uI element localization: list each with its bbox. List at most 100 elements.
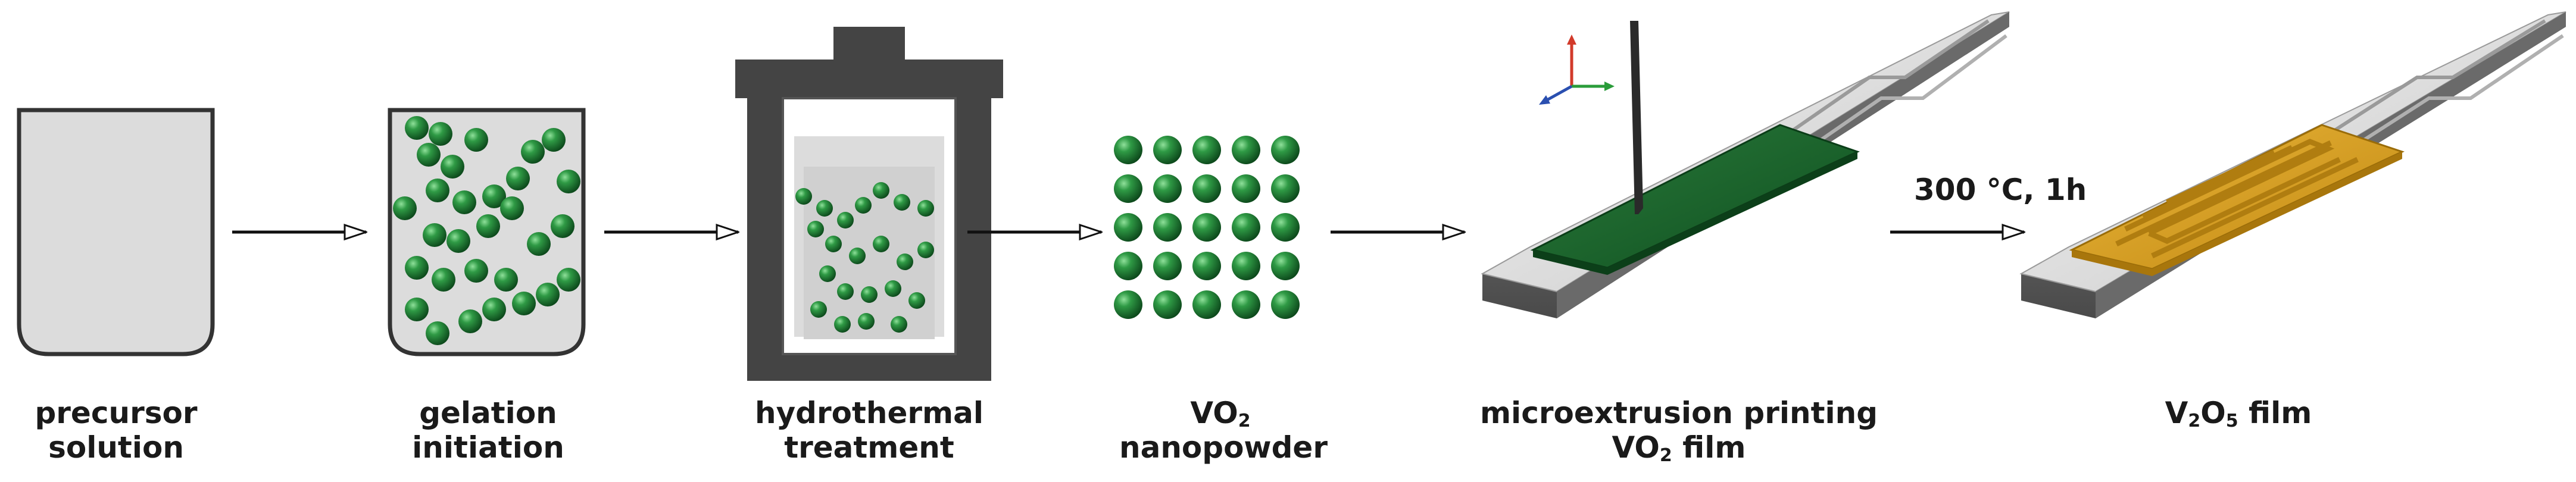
particle bbox=[908, 292, 925, 309]
particle bbox=[426, 321, 449, 345]
particle bbox=[1114, 213, 1142, 242]
particle bbox=[1192, 252, 1221, 280]
particle bbox=[825, 236, 842, 252]
label-line: hydrothermal bbox=[754, 396, 984, 430]
particle bbox=[1232, 290, 1260, 319]
particle bbox=[861, 286, 878, 303]
particle bbox=[891, 316, 907, 333]
particle bbox=[873, 182, 889, 199]
step-label-hydrothermal: hydrothermal treatment bbox=[732, 396, 1006, 465]
particle bbox=[834, 316, 851, 333]
label-rest: film bbox=[1672, 430, 1746, 465]
gel-particles bbox=[393, 116, 580, 345]
particle bbox=[557, 268, 580, 292]
v2o5-sensor-substrate-icon bbox=[2019, 11, 2566, 318]
particle bbox=[837, 283, 854, 300]
particle bbox=[500, 196, 524, 220]
particle bbox=[1192, 213, 1221, 242]
particle bbox=[557, 170, 580, 193]
label-line: gelation bbox=[419, 396, 557, 430]
particle bbox=[917, 200, 934, 217]
particle bbox=[1114, 174, 1142, 203]
particle bbox=[1271, 136, 1300, 164]
step-label-nanopowder: VO2 nanopowder bbox=[1119, 396, 1328, 465]
formula-base: VO bbox=[1190, 396, 1238, 430]
particle bbox=[426, 179, 449, 202]
label-line: initiation bbox=[412, 430, 564, 465]
particle bbox=[1153, 290, 1182, 319]
step-label-printing: microextrusion printing VO2 film bbox=[1465, 396, 1893, 465]
label-line: treatment bbox=[784, 430, 954, 465]
axis-triad-icon bbox=[1539, 35, 1615, 105]
particle bbox=[894, 194, 910, 211]
particle bbox=[432, 268, 455, 292]
particle bbox=[405, 256, 429, 280]
particle bbox=[1232, 174, 1260, 203]
particle bbox=[1114, 290, 1142, 319]
particle bbox=[855, 197, 872, 214]
particle bbox=[405, 298, 429, 321]
particle bbox=[837, 212, 854, 229]
particle bbox=[521, 140, 545, 164]
formula-subscript: 2 bbox=[1238, 411, 1251, 431]
step-label-v2o5: V2O5 film bbox=[2119, 396, 2358, 430]
formula-part: V bbox=[2165, 396, 2188, 430]
particle bbox=[807, 221, 824, 237]
particle bbox=[1271, 290, 1300, 319]
particle bbox=[1192, 174, 1221, 203]
particle bbox=[858, 313, 875, 330]
particle bbox=[1114, 136, 1142, 164]
printing-substrate-icon bbox=[1481, 11, 2010, 318]
formula-subscript: 2 bbox=[1659, 445, 1672, 466]
particle bbox=[482, 298, 506, 321]
particle bbox=[810, 301, 827, 318]
particle bbox=[1153, 136, 1182, 164]
particle bbox=[1232, 213, 1260, 242]
particle bbox=[429, 122, 452, 146]
particle bbox=[1153, 213, 1182, 242]
particle bbox=[885, 280, 901, 297]
autoclave-particles bbox=[795, 182, 934, 333]
nanopowder-grid-icon bbox=[1114, 136, 1300, 319]
particle bbox=[423, 223, 446, 247]
particle bbox=[1153, 252, 1182, 280]
step-label-gelation: gelation initiation bbox=[387, 396, 589, 465]
particle bbox=[476, 214, 500, 238]
particle bbox=[1271, 213, 1300, 242]
particle bbox=[917, 242, 934, 258]
particle bbox=[393, 196, 417, 220]
particle bbox=[458, 309, 482, 333]
particle bbox=[1114, 252, 1142, 280]
particle bbox=[849, 248, 866, 264]
particle bbox=[482, 184, 506, 208]
annealing-condition-label: 300 °C, 1h bbox=[1914, 173, 2087, 207]
particle bbox=[551, 214, 574, 238]
particle bbox=[819, 265, 836, 282]
particle bbox=[464, 128, 488, 152]
particle bbox=[873, 236, 889, 252]
gel-beaker-icon bbox=[388, 108, 586, 356]
label-line: nanopowder bbox=[1119, 430, 1328, 465]
particle bbox=[441, 155, 464, 179]
step-label-precursor: precursor solution bbox=[18, 396, 214, 465]
particle bbox=[527, 232, 551, 256]
particle bbox=[1271, 174, 1300, 203]
particle bbox=[1192, 136, 1221, 164]
particle bbox=[795, 188, 812, 205]
particle bbox=[494, 268, 518, 292]
particle bbox=[542, 128, 566, 152]
particle bbox=[1153, 174, 1182, 203]
beaker-icon bbox=[17, 108, 215, 356]
particle bbox=[1232, 136, 1260, 164]
particle bbox=[405, 116, 429, 140]
particle bbox=[464, 259, 488, 283]
particle bbox=[417, 143, 441, 167]
particle bbox=[816, 200, 833, 217]
label-rest: film bbox=[2238, 396, 2312, 430]
particle bbox=[446, 229, 470, 253]
particle bbox=[1192, 290, 1221, 319]
formula-subscript: 5 bbox=[2225, 411, 2238, 431]
particle bbox=[897, 253, 913, 270]
label-line: microextrusion printing bbox=[1479, 396, 1878, 430]
